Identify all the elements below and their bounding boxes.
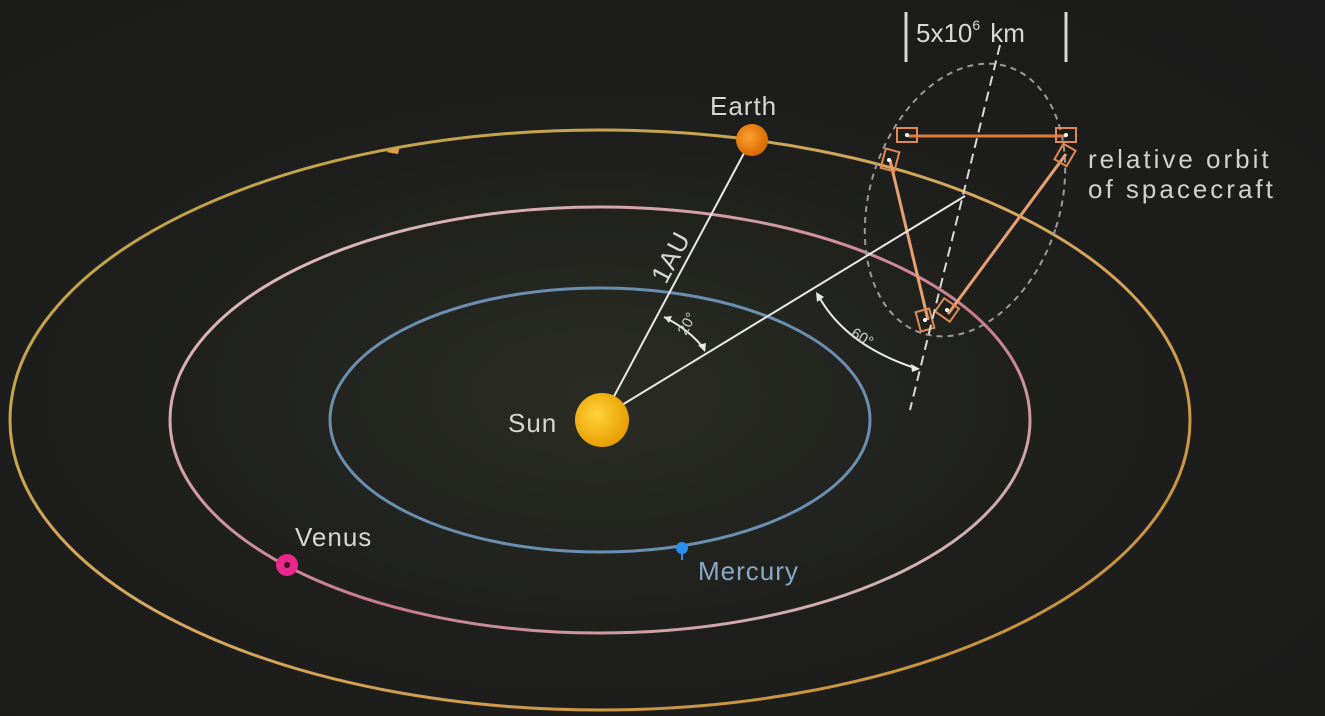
relative-orbit-ellipse xyxy=(863,62,1067,338)
mercury-label: Mercury xyxy=(698,556,799,586)
venus-center xyxy=(284,562,290,568)
inclination-angle-arrow-1 xyxy=(816,292,824,302)
spacecraft-1 xyxy=(896,127,918,143)
inclination-angle-arc xyxy=(817,294,916,369)
scale-exponent: 6 xyxy=(972,17,980,33)
earth-label: Earth xyxy=(710,91,777,121)
venus-orbit xyxy=(168,205,1032,635)
mercury-orbit xyxy=(328,286,872,554)
trailing-angle-arrow-2 xyxy=(698,343,706,352)
venus-label: Venus xyxy=(295,522,372,552)
sun xyxy=(575,393,629,447)
inclination-angle-arrow-2 xyxy=(911,364,920,372)
sun-label: Sun xyxy=(508,408,557,438)
relative-orbit-label-line1: relative orbit xyxy=(1088,144,1272,174)
trailing-angle-arrow-1 xyxy=(664,316,672,323)
earth-orbit xyxy=(8,128,1192,712)
constellation-normal-axis xyxy=(909,44,1001,411)
trailing-angle-label: 20° xyxy=(675,310,701,338)
sun-earth-line xyxy=(611,141,751,401)
scale-base: 5x10 xyxy=(916,18,972,48)
earth xyxy=(736,124,768,156)
spacecraft-2 xyxy=(1055,127,1077,143)
sun-constellation-line xyxy=(621,195,966,406)
scale-bar: 5x106 km xyxy=(904,12,1068,62)
orbit-direction-marker xyxy=(386,146,400,154)
spacecraft-triangle xyxy=(879,127,1077,333)
inclination-angle-label: 60° xyxy=(848,325,876,351)
scale-label: 5x106 km xyxy=(916,17,1025,48)
spacecraft-4 xyxy=(1053,142,1077,168)
spacecraft-3 xyxy=(879,147,901,173)
relative-orbit-label-line2: of spacecraft xyxy=(1088,174,1276,204)
scale-unit: km xyxy=(990,18,1025,48)
spacecraft-6 xyxy=(933,296,961,324)
